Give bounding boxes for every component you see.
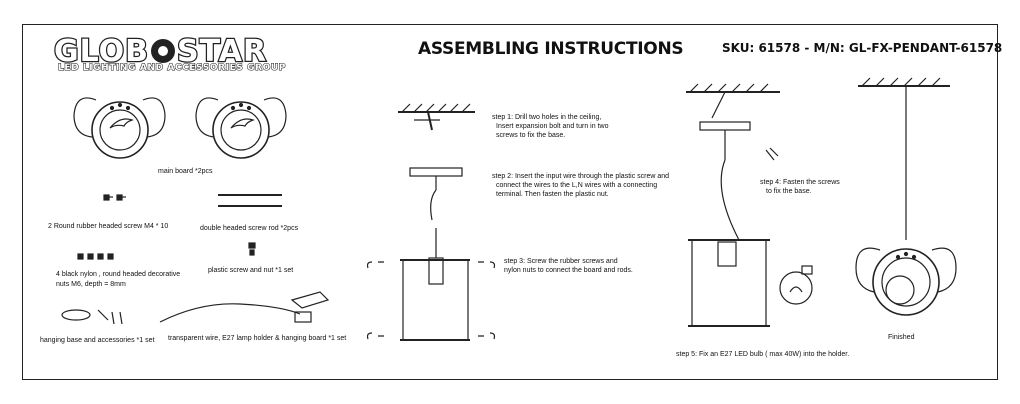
part-nylon-nuts-line2: nuts M6, depth = 8mm <box>56 281 126 288</box>
base-plate-step2 <box>409 167 463 221</box>
main-board-illustration-2 <box>195 97 287 159</box>
led-bulb-icon <box>779 265 813 305</box>
step-1-line2: Insert expansion bolt and turn in two <box>496 123 609 130</box>
assembled-frame-step5 <box>688 239 770 327</box>
step-3-line1: step 3: Screw the rubber screws and <box>504 258 618 265</box>
step-1-line1: step 1: Drill two holes in the ceiling, <box>492 114 602 121</box>
step-1-line3: screws to fix the base. <box>496 132 566 139</box>
hanging-base-icon <box>61 309 123 325</box>
step-2-line3: terminal. Then fasten the plastic nut. <box>496 191 609 198</box>
nylon-nut-icon <box>77 253 114 260</box>
frame-step3 <box>366 228 496 341</box>
wire-holder-icon <box>159 291 330 323</box>
sku-label: SKU: 61578 - M/N: GL-FX-PENDANT-61578 <box>722 41 1003 55</box>
ceiling-hatch-2 <box>686 83 780 241</box>
part-wire-holder: transparent wire, E27 lamp holder & hang… <box>168 335 347 342</box>
diagram-frame <box>22 24 998 380</box>
part-hanging-base: hanging base and accessories *1 set <box>40 337 155 344</box>
page-title: ASSEMBLING INSTRUCTIONS <box>418 39 684 59</box>
main-board-illustration-1 <box>73 97 166 159</box>
step-2-line2: connect the wires to the L,N wires with … <box>496 182 658 189</box>
finished-label: Finished <box>888 334 915 341</box>
step-4-line2: to fix the base. <box>766 188 812 195</box>
step-5-label: step 5: Fix an E27 LED bulb ( max 40W) i… <box>676 351 850 358</box>
brand-tagline: LED LIGHTING AND ACCESSORIES GROUP <box>57 62 286 73</box>
part-screw-rod: double headed screw rod *2pcs <box>200 225 299 232</box>
logo-globe-icon <box>151 39 176 63</box>
ceiling-hatch-1 <box>398 103 475 131</box>
plastic-screw-icon <box>248 242 256 256</box>
part-main-board: main board *2pcs <box>158 168 213 175</box>
finished-pendant <box>855 77 957 316</box>
part-rubber-screw: 2 Round rubber headed screw M4 * 10 <box>48 223 169 230</box>
part-plastic-screw: plastic screw and nut *1 set <box>208 267 294 274</box>
step-2-line1: step 2: Insert the input wire through th… <box>492 173 670 180</box>
step-3-line2: nylon nuts to connect the board and rods… <box>504 267 633 274</box>
step-4-line1: step 4: Fasten the screws <box>760 179 840 186</box>
part-nylon-nuts-line1: 4 black nylon , round headed decorative <box>56 271 181 278</box>
screw-rod-icon <box>218 194 282 207</box>
rubber-screw-icon <box>103 194 126 201</box>
